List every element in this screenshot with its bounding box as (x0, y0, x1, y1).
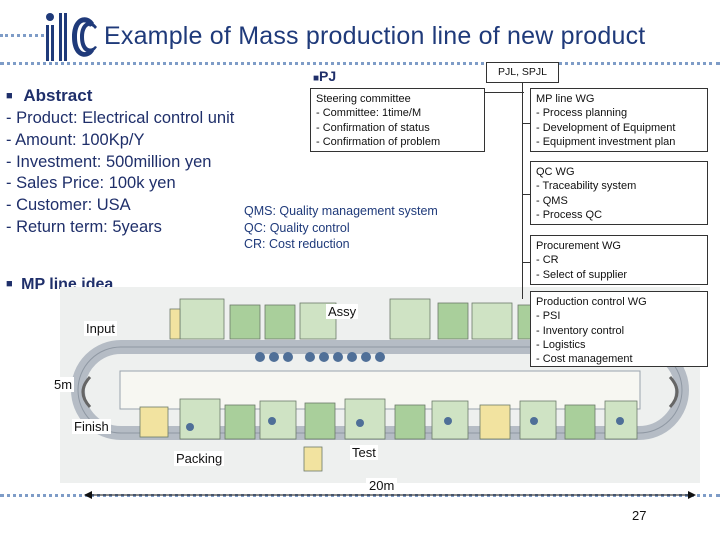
abstract-line: - Amount: 100Kp/Y (6, 130, 145, 149)
width-label: 5m (52, 377, 75, 392)
abstract-line: - Customer: USA (6, 196, 131, 215)
steering-line: - Confirmation of problem (316, 135, 441, 148)
packing-label: Packing (174, 451, 225, 466)
definition: QMS: Quality management system (244, 204, 438, 218)
top-dotted-rule (0, 34, 44, 37)
wg-line: - PSI (536, 310, 561, 323)
ilc-logo (44, 9, 98, 65)
wg-line: - Cost management (536, 353, 633, 366)
pjl-label: PJL, SPJL (497, 66, 548, 78)
input-label: Input (84, 321, 117, 336)
wg-line: - Traceability system (536, 180, 637, 193)
pj-heading: ■PJ (313, 68, 336, 84)
wg-line: QC WG (536, 166, 575, 178)
abstract-heading-text: Abstract (23, 86, 93, 105)
wg-line: Production control WG (536, 296, 647, 308)
abstract-line: - Product: Electrical control unit (6, 109, 235, 127)
assy-label: Assy (326, 304, 359, 319)
wg-line: - Process QC (536, 208, 603, 221)
abstract-list: - Product: Electrical control unit - Amo… (6, 108, 234, 239)
definition: CR: Cost reduction (244, 237, 350, 251)
test-label: Test (350, 445, 378, 460)
steering-committee-box: Steering committee - Committee: 1time/M … (310, 88, 485, 152)
mp-line-bullet: ■ (6, 278, 13, 290)
abstract-line: - Sales Price: 100k yen (6, 174, 176, 193)
qc-wg-box: QC WG - Traceability system - QMS - Proc… (530, 161, 708, 225)
procurement-wg-box: Procurement WG - CR - Select of supplier (530, 235, 708, 285)
slide-title: Example of Mass production line of new p… (104, 22, 646, 50)
abstract-line: - Investment: 500million yen (6, 152, 212, 171)
org-line (484, 92, 524, 93)
abstract-heading: ■ Abstract (6, 86, 92, 106)
steering-line: - Committee: 1time/M (316, 107, 422, 120)
steering-line: - Confirmation of status (316, 121, 430, 134)
org-line (522, 285, 523, 299)
pjl-box: PJL, SPJL (486, 62, 559, 83)
pj-heading-text: PJ (319, 68, 337, 84)
org-line (522, 194, 530, 195)
pj-bullet: ■ (313, 73, 320, 84)
wg-line: - Logistics (536, 338, 586, 351)
finish-label: Finish (72, 419, 111, 434)
title-dotted-rule (0, 62, 720, 65)
abstract-line: - Return term: 5years (6, 217, 162, 236)
org-line (522, 262, 530, 263)
org-line (522, 92, 523, 298)
wg-line: - Select of supplier (536, 268, 628, 281)
wg-line: - CR (536, 254, 559, 267)
org-line (522, 83, 523, 93)
org-line (522, 123, 530, 124)
page-number: 27 (632, 508, 647, 523)
wg-line: - Development of Equipment (536, 121, 676, 134)
steering-line: Steering committee (316, 93, 411, 105)
wg-line: Procurement WG (536, 240, 621, 252)
wg-line: - Process planning (536, 107, 628, 120)
production-line-diagram (60, 287, 700, 483)
wg-line: - QMS (536, 194, 568, 207)
mp-line-wg-box: MP line WG - Process planning - Developm… (530, 88, 708, 152)
length-label: 20m (366, 478, 398, 493)
wg-line: - Equipment investment plan (536, 135, 676, 148)
definition: QC: Quality control (244, 220, 350, 235)
wg-line: MP line WG (536, 93, 595, 105)
wg-line: - Inventory control (536, 324, 625, 337)
length-dimension-arrow (84, 488, 696, 500)
abstract-bullet: ■ (6, 90, 13, 102)
definitions: QMS: Quality management system QC: Quali… (244, 203, 438, 253)
production-control-wg-box: Production control WG - PSI - Inventory … (530, 291, 708, 367)
